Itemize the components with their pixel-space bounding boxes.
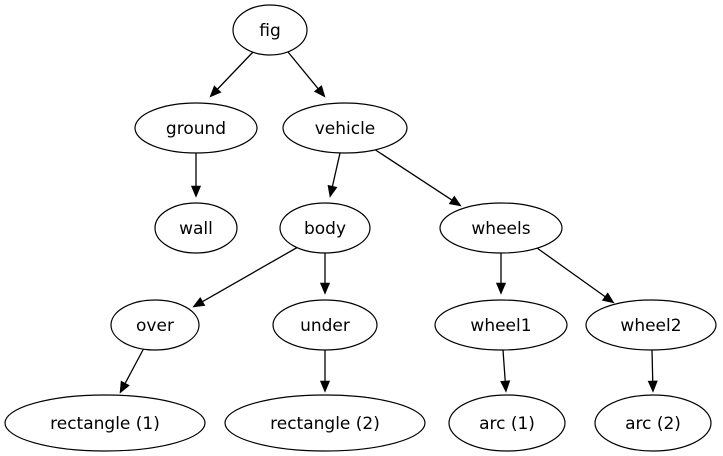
graph-node-wheel1[interactable]: wheel1 xyxy=(434,299,568,351)
graph-edge xyxy=(319,253,331,295)
edge-arrowhead-icon xyxy=(209,85,222,98)
node-label: under xyxy=(300,316,350,336)
graph-node-vehicle[interactable]: vehicle xyxy=(282,102,408,154)
graph-node-arc1[interactable]: arc (1) xyxy=(448,394,566,452)
graph-edge xyxy=(647,349,658,393)
node-ellipse xyxy=(434,299,568,351)
graph-edge xyxy=(192,246,299,308)
edge-arrowhead-icon xyxy=(119,380,130,394)
edge-arrowhead-icon xyxy=(500,380,511,393)
graph-node-rectangle2[interactable]: rectangle (2) xyxy=(224,394,426,452)
edge-arrowhead-icon xyxy=(190,185,202,198)
graph-node-over[interactable]: over xyxy=(110,299,200,351)
edge-line xyxy=(287,51,320,91)
graph-node-arc2[interactable]: arc (2) xyxy=(594,394,712,452)
node-label: fig xyxy=(259,21,281,41)
edge-line xyxy=(331,152,341,188)
edge-arrowhead-icon xyxy=(313,85,326,98)
edge-arrowhead-icon xyxy=(327,184,338,198)
graph-node-wall[interactable]: wall xyxy=(154,202,238,254)
node-label: wall xyxy=(179,219,213,239)
graph-node-wheel2[interactable]: wheel2 xyxy=(585,299,717,351)
nodes-layer: fig ground vehicle wall body wheels over under w… xyxy=(4,4,717,452)
edge-line xyxy=(216,51,254,91)
graph-node-rectangle1[interactable]: rectangle (1) xyxy=(4,394,206,452)
graph-node-body[interactable]: body xyxy=(279,202,371,254)
node-label: body xyxy=(304,219,346,239)
graph-edge xyxy=(373,148,462,207)
edge-arrowhead-icon xyxy=(495,282,507,295)
node-ellipse xyxy=(232,4,308,56)
graph-edge xyxy=(287,51,326,98)
node-ellipse xyxy=(154,202,238,254)
graph-edge xyxy=(536,247,615,304)
node-label: rectangle (1) xyxy=(50,414,160,434)
node-ellipse xyxy=(134,102,258,154)
node-ellipse xyxy=(594,394,712,452)
node-ellipse xyxy=(448,394,566,452)
node-ellipse xyxy=(272,299,378,351)
node-label: wheel2 xyxy=(620,316,681,336)
graph-edge xyxy=(190,153,202,198)
node-ellipse xyxy=(110,299,200,351)
graph-node-ground[interactable]: ground xyxy=(134,102,258,154)
node-label: arc (2) xyxy=(625,414,681,434)
node-ellipse xyxy=(4,394,206,452)
node-label: ground xyxy=(166,119,226,139)
graph-edge xyxy=(327,152,341,198)
graph-node-fig[interactable]: fig xyxy=(232,4,308,56)
edge-line xyxy=(502,349,506,383)
node-label: arc (1) xyxy=(479,414,535,434)
edge-arrowhead-icon xyxy=(601,292,615,304)
node-ellipse xyxy=(585,299,717,351)
edges-layer xyxy=(119,51,658,394)
graph-edge xyxy=(209,51,254,98)
edge-arrowhead-icon xyxy=(192,297,206,308)
graph-edge xyxy=(119,347,145,394)
graph-node-wheels[interactable]: wheels xyxy=(439,202,563,254)
node-label: rectangle (2) xyxy=(270,414,380,434)
graph-edge xyxy=(500,349,511,393)
graph-edge xyxy=(319,350,331,393)
node-ellipse xyxy=(279,202,371,254)
node-ellipse xyxy=(224,394,426,452)
node-label: wheels xyxy=(471,219,530,239)
edge-line xyxy=(200,246,299,303)
edge-line xyxy=(536,247,607,299)
edge-arrowhead-icon xyxy=(319,380,331,393)
edge-arrowhead-icon xyxy=(647,380,658,393)
node-ellipse xyxy=(439,202,563,254)
graph-node-under[interactable]: under xyxy=(272,299,378,351)
edge-line xyxy=(123,347,145,385)
edge-line xyxy=(651,349,654,383)
edge-arrowhead-icon xyxy=(319,282,331,295)
node-label: over xyxy=(136,316,174,336)
edge-arrowhead-icon xyxy=(448,195,462,207)
edge-line xyxy=(373,148,454,202)
node-label: vehicle xyxy=(315,119,376,139)
graph-edge xyxy=(495,253,507,295)
node-ellipse xyxy=(282,102,408,154)
node-label: wheel1 xyxy=(470,316,531,336)
